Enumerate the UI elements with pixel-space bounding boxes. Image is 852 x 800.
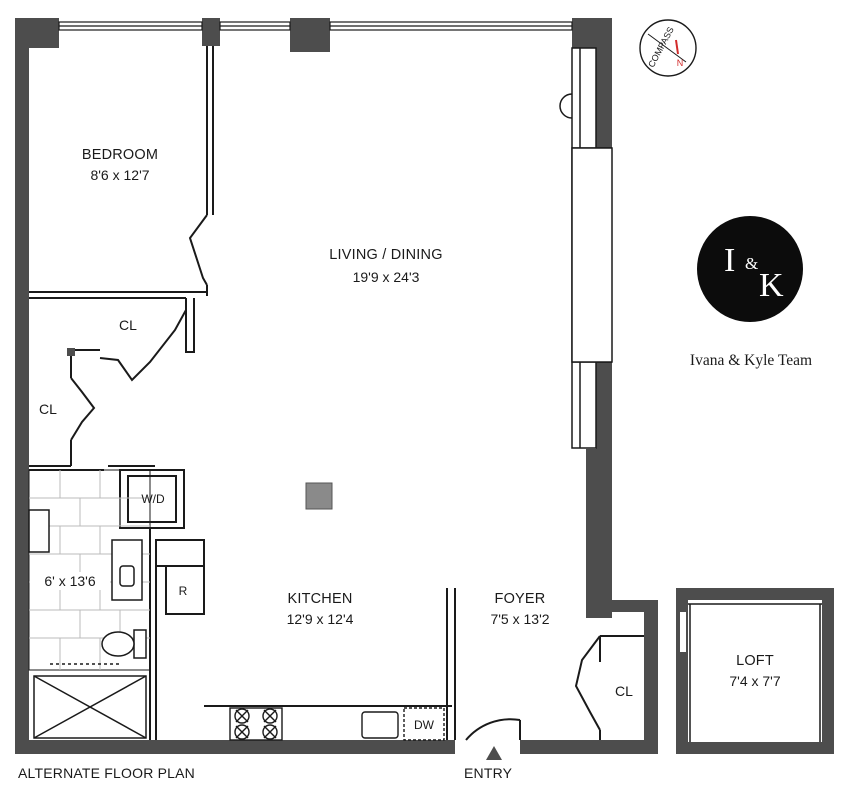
foyer-label: FOYER bbox=[494, 591, 546, 607]
brand-team-name: Ivana & Kyle Team bbox=[689, 352, 813, 369]
loft-label: LOFT bbox=[736, 653, 774, 669]
bedroom-dimensions: 8'6 x 12'7 bbox=[90, 167, 150, 183]
refrigerator-label: R bbox=[178, 584, 188, 598]
brand-mark-i: I bbox=[724, 242, 736, 279]
compass-dial bbox=[639, 19, 697, 77]
closet-label: CL bbox=[615, 683, 633, 699]
builtin-cabinets bbox=[559, 47, 613, 618]
kitchen-label: KITCHEN bbox=[287, 591, 353, 607]
dishwasher-label: DW bbox=[414, 718, 434, 732]
entry-arrow bbox=[486, 746, 502, 760]
bath-dimensions: 6' x 13'6 bbox=[30, 572, 110, 590]
kitchen-appliances bbox=[229, 707, 445, 741]
structural-column bbox=[305, 482, 333, 510]
loft-outline bbox=[676, 588, 834, 754]
compass-north-label: N bbox=[676, 58, 684, 68]
foyer-dimensions: 7'5 x 13'2 bbox=[490, 611, 550, 627]
top-windows bbox=[58, 21, 573, 31]
brand-mark-amp: & bbox=[745, 254, 759, 273]
closet-label: CL bbox=[39, 401, 57, 417]
entry-caption: ENTRY bbox=[464, 765, 513, 781]
living-dining-dimensions: 19'9 x 24'3 bbox=[352, 269, 420, 285]
brand-logo: I & K bbox=[697, 216, 803, 322]
brand-mark-k: K bbox=[759, 267, 784, 304]
washer-dryer-label: W/D bbox=[141, 492, 165, 506]
bath-fixtures bbox=[28, 509, 147, 739]
kitchen-dimensions: 12'9 x 12'4 bbox=[286, 611, 354, 627]
floor-plan-caption: ALTERNATE FLOOR PLAN bbox=[18, 765, 195, 781]
closet-label: CL bbox=[119, 317, 137, 333]
loft-dimensions: 7'4 x 7'7 bbox=[729, 673, 781, 689]
living-dining-label: LIVING / DINING bbox=[329, 247, 443, 263]
bedroom-label: BEDROOM bbox=[81, 147, 159, 163]
